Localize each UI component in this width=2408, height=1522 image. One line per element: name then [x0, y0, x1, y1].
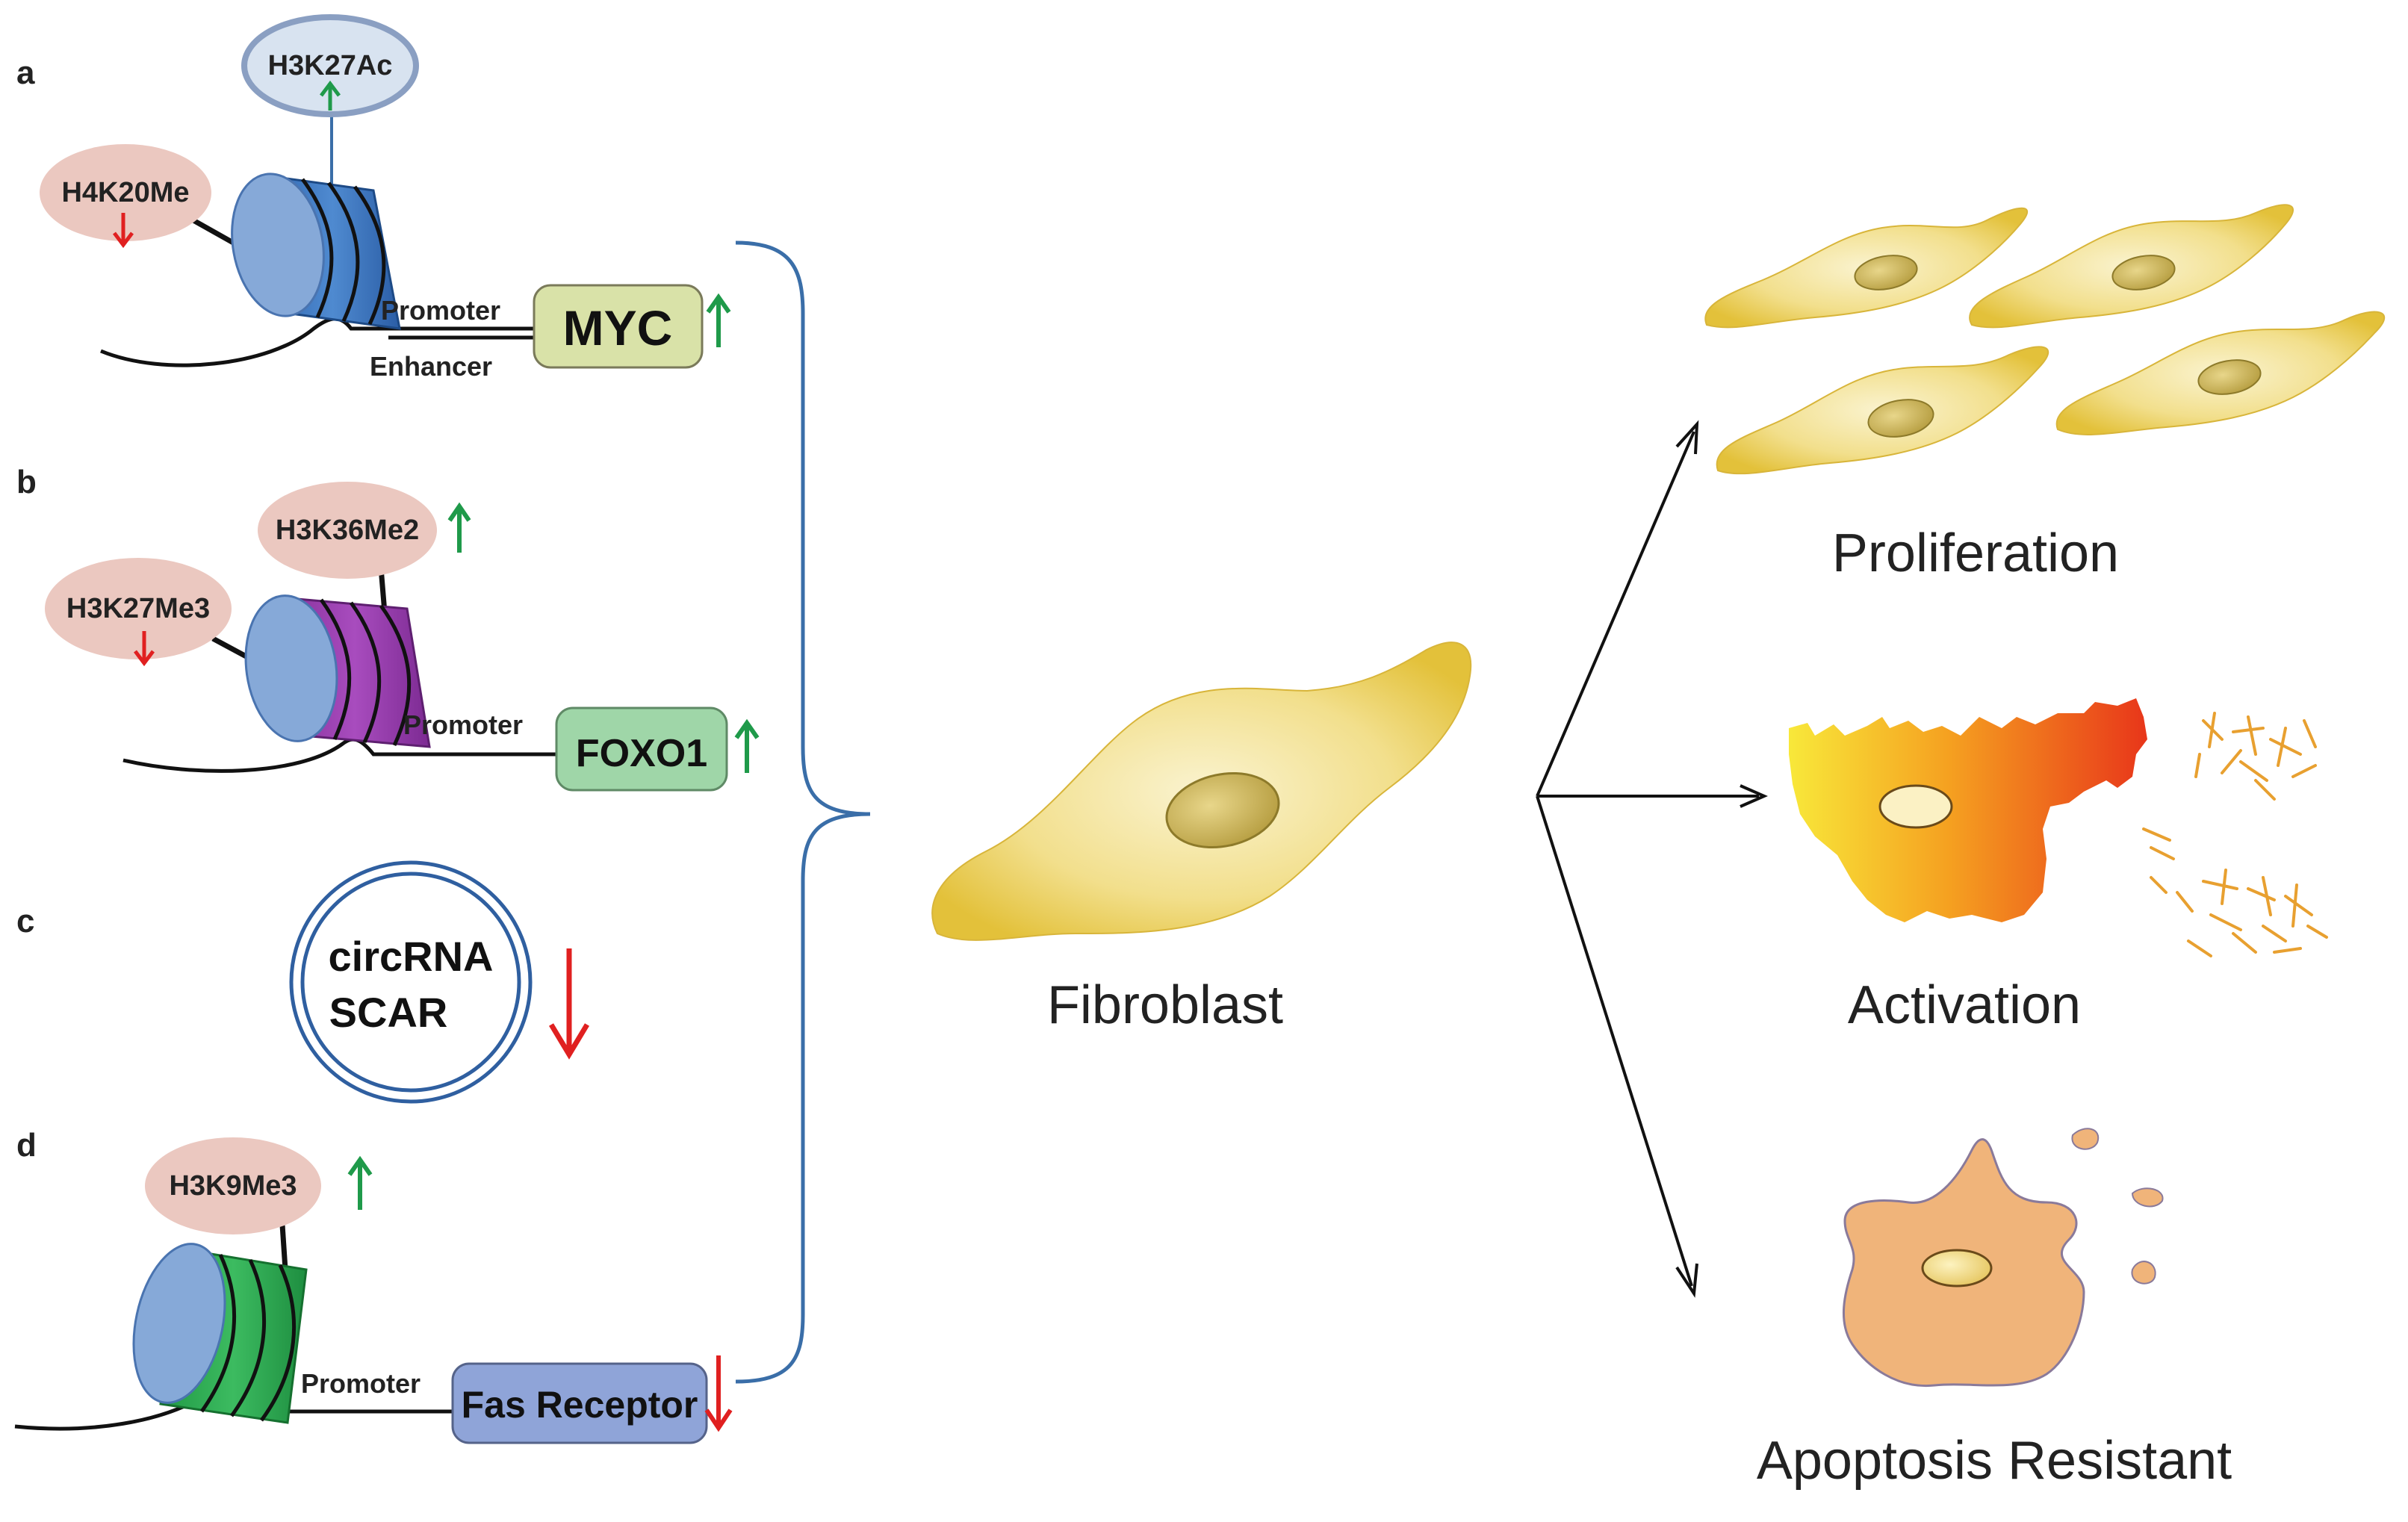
outcome-label-apoptosis-resistant: Apoptosis Resistant — [1757, 1431, 2232, 1491]
enhancer-label-a: Enhancer — [370, 351, 492, 382]
mark-label-h3k27me3: H3K27Me3 — [66, 593, 210, 624]
h4k20me-bubble: H4K20Me — [40, 144, 211, 249]
h3k27ac-bubble: H3K27Ac — [241, 14, 419, 117]
panel-letter-d: d — [16, 1127, 37, 1164]
mark-label-h4k20me: H4K20Me — [61, 177, 189, 208]
up-arrow-icon — [447, 502, 471, 553]
h3k9me3-bubble: H3K9Me3 — [145, 1137, 321, 1234]
outcome-label-activation: Activation — [1848, 975, 2081, 1035]
dna-strand-b — [122, 737, 556, 773]
up-arrow-icon — [347, 1155, 373, 1210]
panel-letter-c: c — [16, 903, 34, 939]
panel-c: c circRNA SCAR — [16, 860, 590, 1104]
mark-label-h3k36me2: H3K36Me2 — [276, 515, 419, 546]
scar-label: SCAR — [329, 989, 448, 1036]
gene-label-myc: MYC — [563, 300, 673, 355]
collagen-fibers — [2142, 712, 2328, 957]
down-arrow-icon — [134, 631, 155, 667]
down-arrow-icon — [548, 948, 590, 1060]
promoter-label-a: Promoter — [381, 295, 500, 326]
gene-box-fas-receptor: Fas Receptor — [451, 1362, 708, 1444]
h3k36me2-bubble: H3K36Me2 — [258, 482, 437, 579]
fibroblast-label: Fibroblast — [1047, 975, 1283, 1035]
up-arrow-icon — [734, 718, 760, 773]
down-arrow-icon — [113, 213, 134, 249]
mark-label-h3k27ac: H3K27Ac — [268, 50, 393, 81]
panel-d: d H3K9Me3 Promoter Fas Receptor — [14, 1127, 733, 1444]
nucleosome-icon — [231, 173, 401, 330]
nucleosome-icon — [244, 594, 431, 748]
panel-letter-b: b — [16, 464, 37, 500]
fibroblast-cell-icon — [1716, 346, 2049, 475]
panel-letter-a: a — [16, 55, 35, 91]
fibroblast-cell-icon — [1704, 207, 2029, 329]
promoter-label-d: Promoter — [301, 1368, 421, 1399]
nucleosome-icon — [132, 1243, 308, 1424]
fibroblast-cell-icon — [1969, 204, 2294, 329]
up-arrow-icon — [706, 293, 731, 347]
proliferating-cells — [1704, 204, 2386, 475]
gene-box-foxo1: FOXO1 — [555, 706, 728, 792]
gene-box-myc: MYC — [533, 284, 704, 369]
mark-label-h3k9me3: H3K9Me3 — [169, 1170, 297, 1202]
panel-b: b H3K36Me2 H3K27Me3 Promoter — [16, 464, 760, 792]
gene-label-fas-receptor: Fas Receptor — [462, 1384, 698, 1426]
up-arrow-icon — [320, 80, 341, 111]
gene-label-foxo1: FOXO1 — [576, 732, 707, 775]
outcome-label-proliferation: Proliferation — [1832, 524, 2119, 583]
panel-a: a H3K27Ac H4K20Me — [16, 14, 731, 382]
apoptosis-resistant-cell-icon — [1843, 1128, 2164, 1388]
promoter-label-b: Promoter — [403, 709, 523, 740]
mark-link-h3k9me3 — [279, 1224, 288, 1270]
outcome-arrows — [1536, 420, 1768, 1298]
circrna-scar-ring: circRNA SCAR — [289, 860, 533, 1104]
fibroblast-cell-icon — [2055, 311, 2386, 435]
down-arrow-icon — [704, 1355, 733, 1432]
grouping-brace — [735, 240, 871, 1384]
activated-cell-icon — [1789, 698, 2147, 922]
circrna-label: circRNA — [329, 933, 494, 980]
fibroblast-cell-icon — [931, 642, 1472, 941]
h3k27me3-bubble: H3K27Me3 — [45, 558, 232, 667]
